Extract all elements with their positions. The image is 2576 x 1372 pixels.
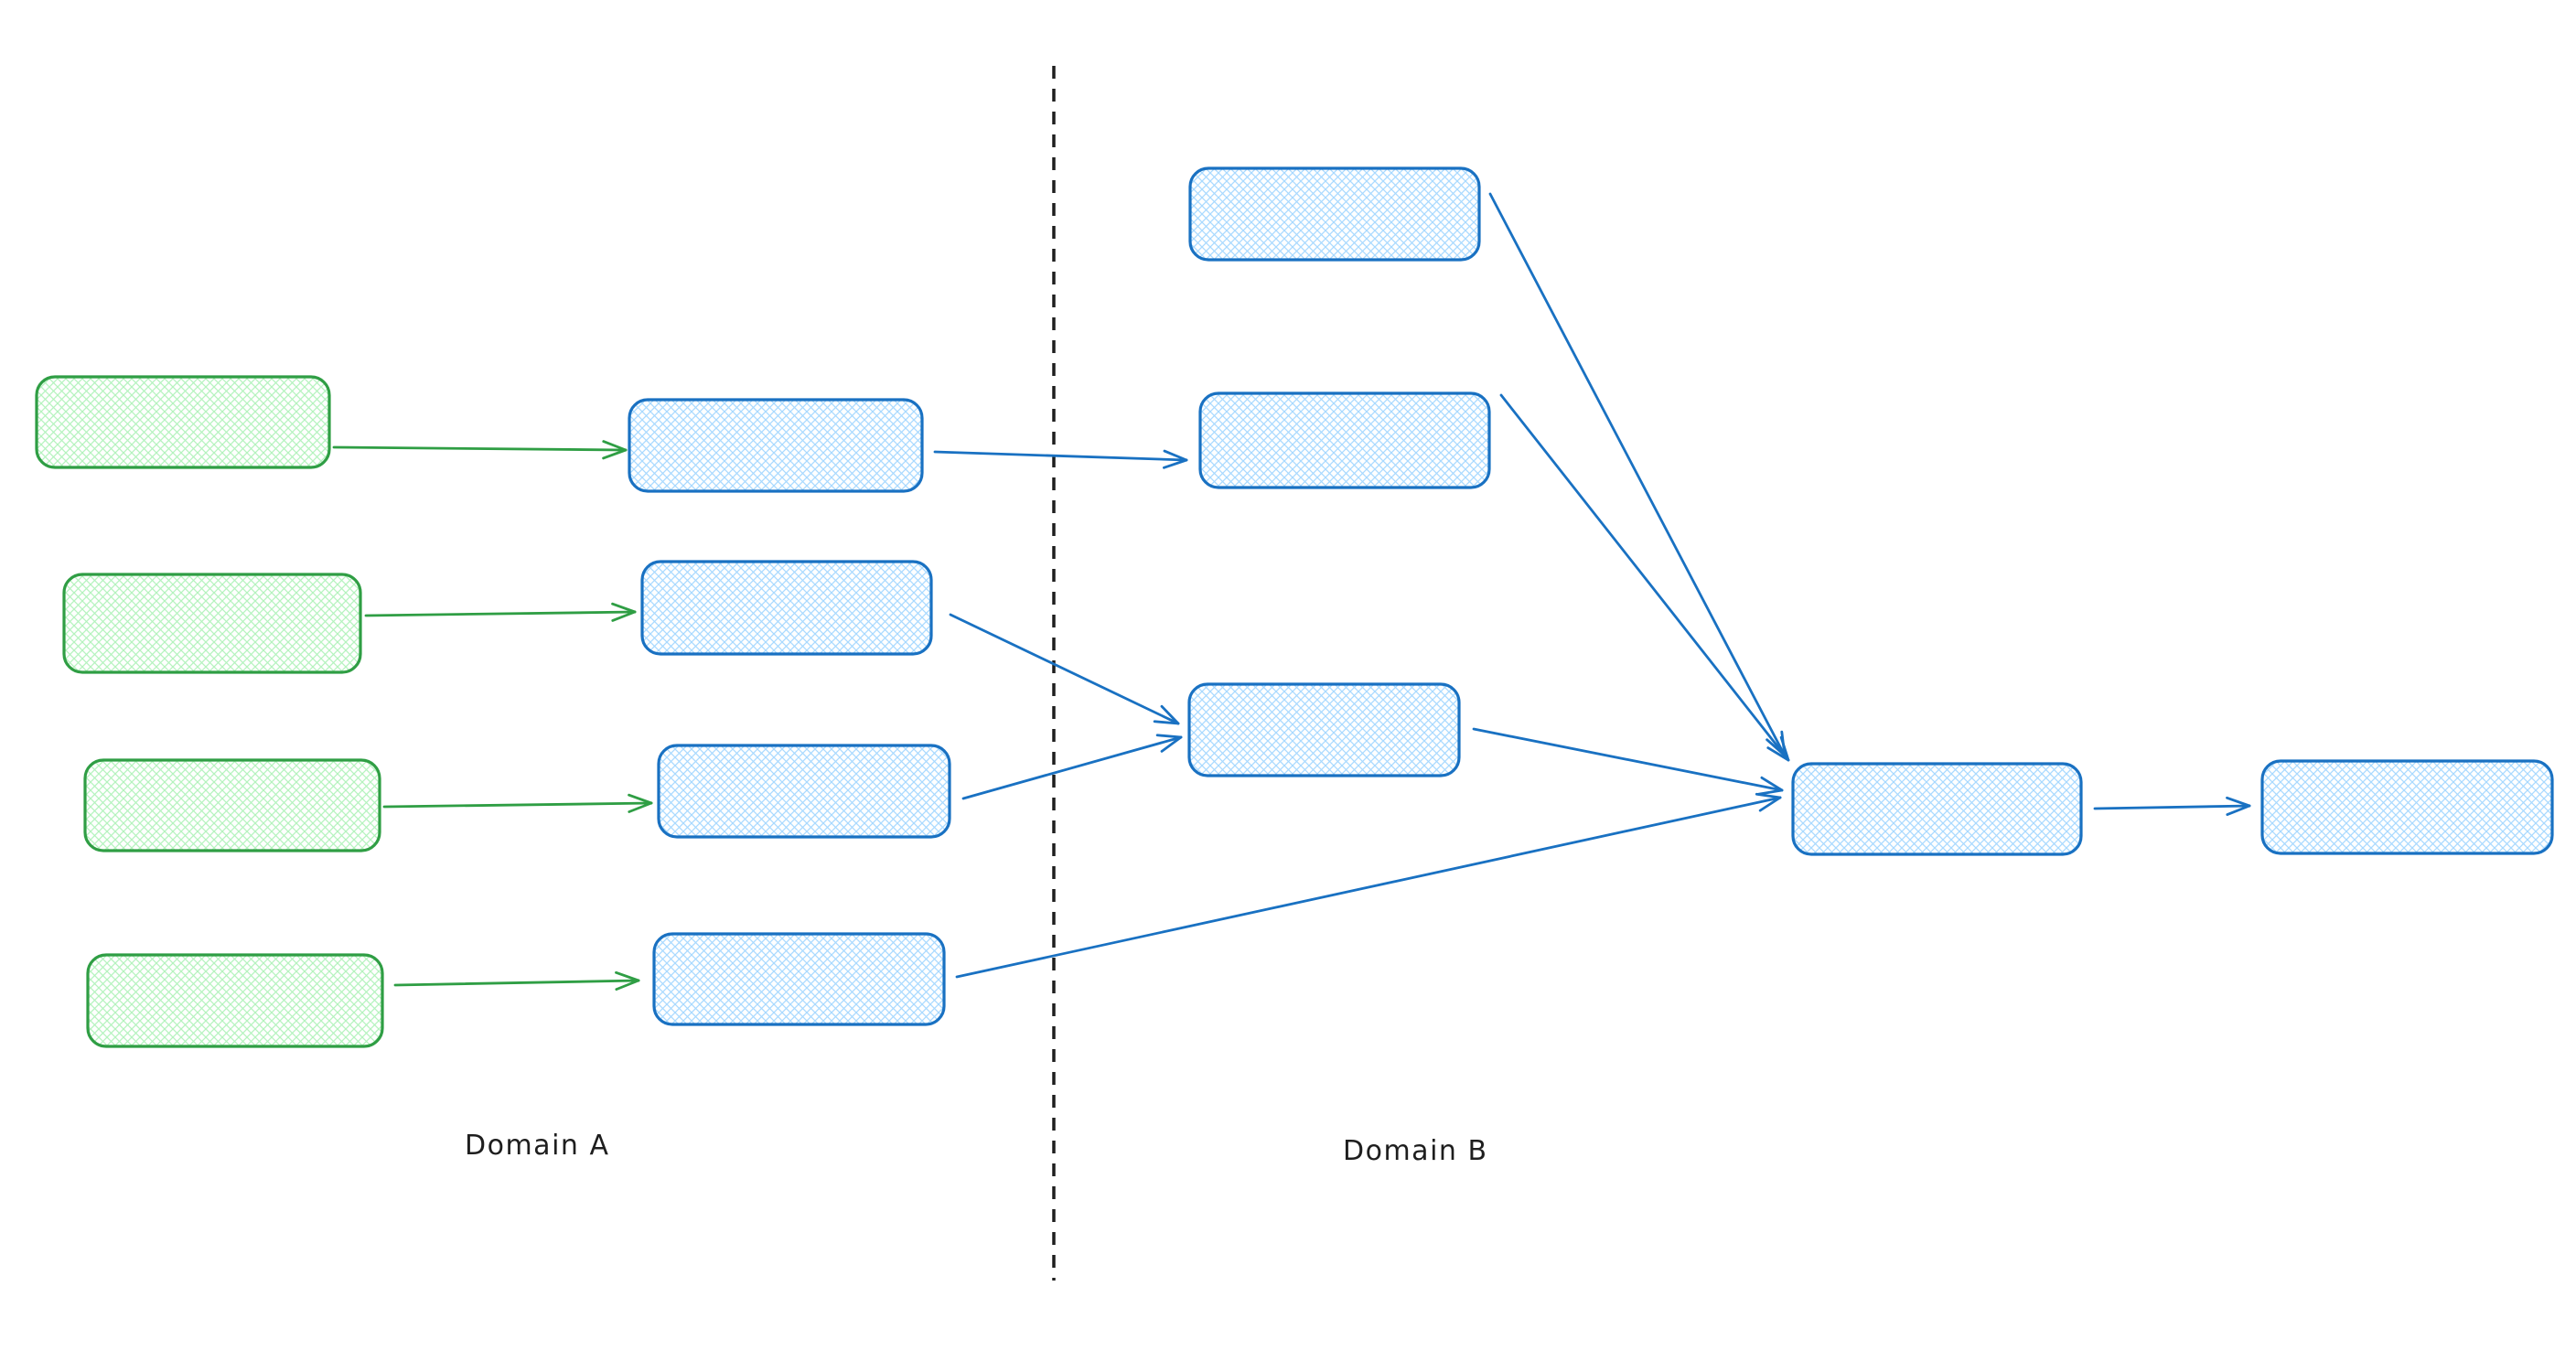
edge-mid-3-to-right-3: [961, 734, 1183, 800]
node-green-3: [83, 758, 381, 852]
node-hub: [1791, 762, 2083, 856]
edge-right-3-to-hub: [1472, 727, 1784, 796]
edge-shaft: [332, 445, 628, 452]
arrowhead-line: [1163, 449, 1188, 462]
domain-a-label: Domain A: [465, 1130, 610, 1162]
node-green-1: [35, 375, 331, 469]
edge-mid-4-to-hub: [955, 792, 1782, 979]
arrowhead-line: [1756, 788, 1784, 796]
edge-shaft: [1488, 192, 1787, 757]
arrowhead-line: [1760, 776, 1784, 792]
arrowhead-line: [1162, 458, 1188, 469]
arrowhead-line: [602, 440, 628, 452]
edge-mid-1-to-right-2: [933, 449, 1188, 469]
node-right-2: [1198, 391, 1491, 489]
arrowhead-line: [611, 602, 637, 614]
arrowhead-line: [1766, 746, 1790, 762]
edge-shaft: [393, 979, 640, 987]
arrowhead-line: [1155, 734, 1183, 739]
edge-green-4-to-mid-4: [393, 970, 640, 991]
edge-shaft: [2093, 804, 2251, 810]
node-mid-4: [652, 932, 946, 1026]
node-right-1: [1188, 166, 1481, 262]
edge-shaft: [949, 613, 1180, 725]
edge-shaft: [1499, 393, 1790, 762]
arrowhead-line: [1153, 720, 1180, 725]
arrowhead-line: [1160, 735, 1183, 753]
domain-b-label: Domain B: [1343, 1135, 1488, 1167]
arrowhead-line: [615, 970, 640, 982]
edge-green-3-to-mid-3: [382, 793, 653, 813]
node-mid-3: [657, 744, 951, 839]
edge-green-2-to-mid-2: [364, 602, 637, 622]
node-output: [2260, 759, 2554, 855]
node-right-3: [1187, 682, 1461, 777]
arrowhead-line: [1779, 735, 1790, 762]
edge-shaft: [955, 796, 1782, 979]
edge-shaft: [961, 735, 1183, 800]
node-mid-2: [640, 560, 933, 656]
edge-shaft: [933, 450, 1188, 462]
node-mid-1: [628, 398, 924, 493]
arrowhead-line: [1160, 704, 1180, 725]
arrowhead-line: [2226, 796, 2251, 808]
edge-right-2-to-hub: [1499, 393, 1790, 762]
edge-shaft: [364, 610, 637, 617]
edge-right-1-to-hub: [1488, 192, 1787, 757]
edge-green-1-to-mid-1: [332, 440, 628, 460]
arrowhead-line: [611, 610, 637, 622]
arrowhead-line: [1758, 796, 1782, 812]
arrowhead-line: [615, 979, 640, 991]
edge-shaft: [382, 801, 653, 809]
arrowhead-line: [628, 793, 653, 805]
node-green-2: [62, 573, 362, 674]
edge-hub-to-output: [2093, 796, 2251, 816]
edge-mid-2-to-right-3: [949, 613, 1180, 725]
edge-shaft: [1472, 727, 1784, 792]
arrowhead-line: [628, 801, 653, 813]
arrowhead-line: [2226, 804, 2251, 816]
arrowhead-line: [602, 448, 628, 460]
node-green-4: [86, 953, 384, 1048]
